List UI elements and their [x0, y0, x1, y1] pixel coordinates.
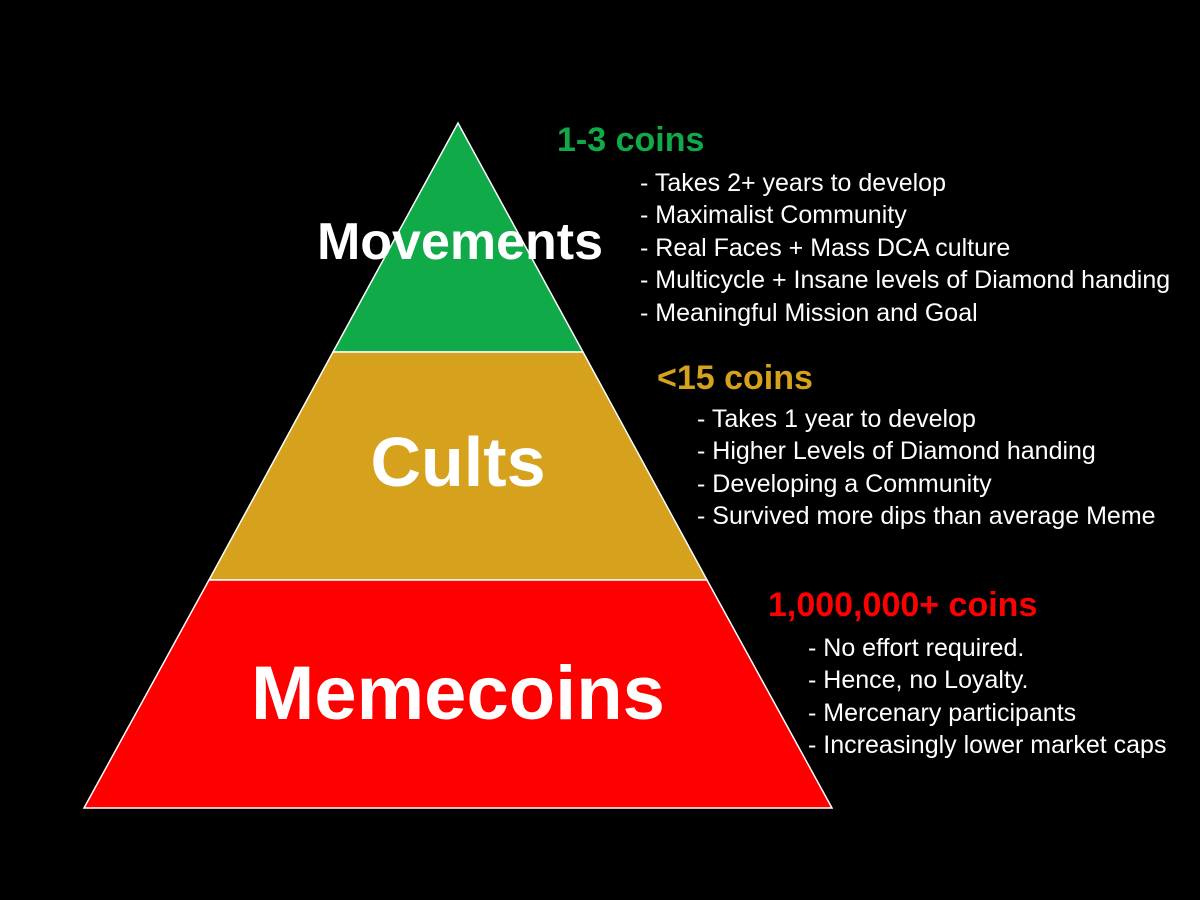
tier-movements-count: 1-3 coins	[557, 121, 705, 159]
tier-memecoins-shape	[82, 579, 834, 809]
bullet-item: - Developing a Community	[697, 469, 992, 498]
bullet-item: - Multicycle + Insane levels of Diamond …	[640, 266, 1171, 295]
tier-memecoins-label: Memecoins	[251, 651, 665, 736]
bullet-item: - Real Faces + Mass DCA culture	[640, 233, 1011, 262]
bullet-item: - Survived more dips than average Meme	[697, 502, 1156, 531]
bullet-item: - Mercenary participants	[808, 698, 1077, 727]
tier-cults-label: Cults	[370, 423, 546, 501]
bullet-item: - Maximalist Community	[640, 201, 907, 230]
tier-movements-label: Movements	[316, 213, 604, 271]
tier-cults-bullets: - Takes 1 year to develop - Higher Levels…	[697, 403, 1156, 533]
bullet-item: - No effort required.	[808, 634, 1025, 662]
tier-memecoins-bullets: - No effort required. - Hence, no Loyalty…	[808, 632, 1166, 762]
bullet-item: - Hence, no Loyalty.	[808, 666, 1029, 695]
bullet-item: - Higher Levels of Diamond handing	[697, 437, 1096, 466]
tier-cults-count: <15 coins	[657, 359, 813, 397]
tier-movements-bullets: - Takes 2+ years to develop - Maximalist …	[640, 167, 1170, 329]
tier-memecoins-count: 1,000,000+ coins	[768, 586, 1038, 624]
bullet-item: - Takes 1 year to develop	[697, 405, 976, 433]
bullet-item: - Increasingly lower market caps	[808, 731, 1167, 760]
bullet-item: - Meaningful Mission and Goal	[640, 298, 978, 327]
bullet-item: - Takes 2+ years to develop	[640, 169, 946, 197]
